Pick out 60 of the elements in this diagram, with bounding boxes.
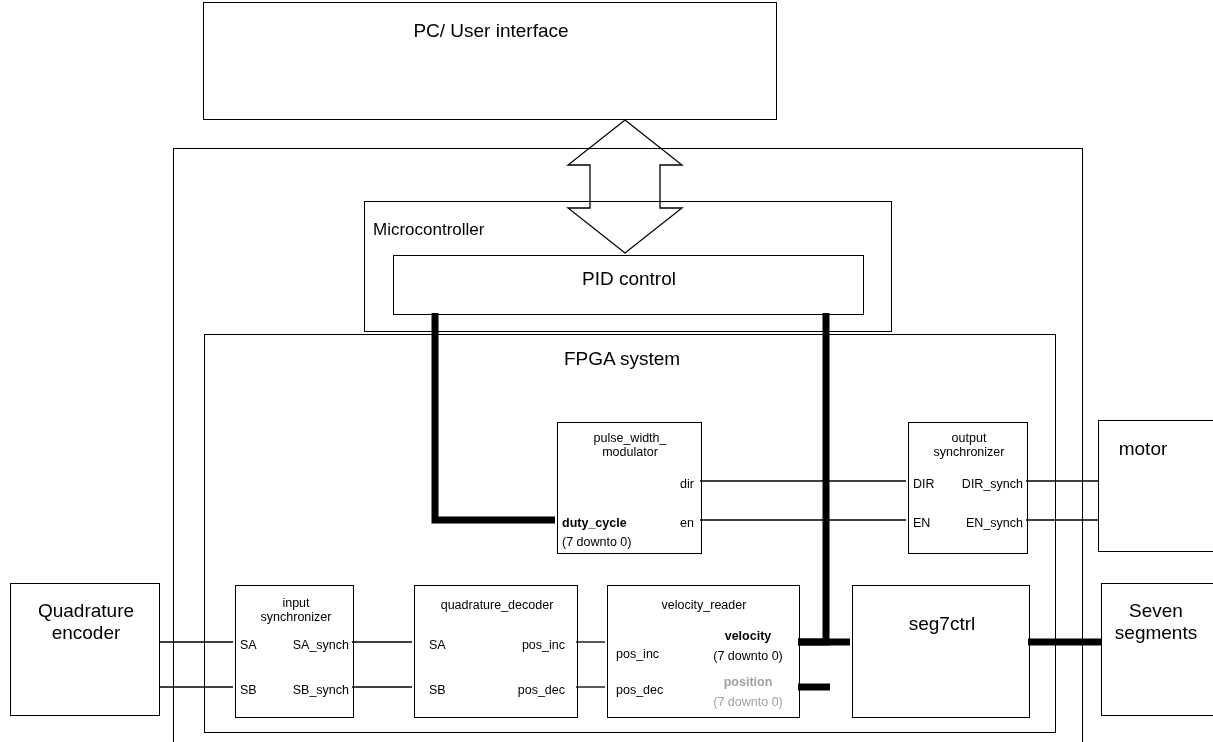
signal-line: [1025, 480, 1099, 482]
display-box: [1101, 583, 1213, 716]
double-block-arrow: [566, 119, 684, 254]
signal-line: [699, 519, 907, 521]
port-label: en: [680, 515, 694, 531]
module-box: [414, 585, 578, 718]
block-title: output synchronizer: [932, 430, 1006, 460]
block-title: Seven segments: [1113, 600, 1199, 644]
interface-box: [203, 2, 777, 120]
module-box: [852, 585, 1030, 718]
port-label: DIR: [913, 476, 935, 492]
port-label: duty_cycle: [562, 515, 627, 531]
encoder-box: [10, 583, 160, 716]
signal-line: [159, 641, 234, 643]
port-label: velocity: [724, 628, 772, 644]
signal-line: [575, 686, 606, 688]
port-label: position: [723, 674, 773, 690]
port-label: EN: [913, 515, 931, 531]
port-label: EN_synch: [966, 515, 1023, 531]
port-label: SB_synch: [292, 682, 349, 698]
module-box: [557, 422, 702, 554]
motor-box: [1098, 420, 1213, 552]
port-label: pos_dec: [616, 682, 664, 698]
signal-line: [575, 641, 606, 643]
block-title: velocity_reader: [661, 597, 747, 613]
port-label: pos_inc: [616, 646, 660, 662]
control-box: [393, 255, 864, 315]
block-title: motor: [1118, 438, 1168, 460]
block-title: PID control: [582, 268, 676, 290]
module-box: [235, 585, 354, 718]
signal-line: [1025, 519, 1099, 521]
port-label: SA: [429, 637, 446, 653]
block-title: Quadrature encoder: [36, 600, 136, 644]
port-label: dir: [680, 476, 694, 492]
signal-line: [699, 480, 907, 482]
block-title: input synchronizer: [259, 595, 333, 625]
signal-line: [159, 686, 234, 688]
port-label: (7 downto 0): [713, 648, 783, 664]
system-enclosure: [173, 148, 1083, 742]
signal-line: [351, 686, 413, 688]
port-label: pos_inc: [521, 637, 565, 653]
block-title: PC/ User interface: [413, 20, 569, 42]
port-label: pos_dec: [517, 682, 565, 698]
module-box: [908, 422, 1028, 554]
block-title: quadrature_decoder: [440, 597, 554, 613]
port-label: SA: [240, 637, 257, 653]
module-box: [607, 585, 800, 718]
block-title: Microcontroller: [373, 220, 485, 240]
port-label: (7 downto 0): [713, 694, 783, 710]
block-title: pulse_width_ modulator: [592, 430, 668, 460]
port-label: (7 downto 0): [562, 534, 632, 550]
port-label: SB: [240, 682, 257, 698]
port-label: SA_synch: [292, 637, 349, 653]
block-title: FPGA system: [563, 348, 681, 370]
signal-line: [351, 641, 413, 643]
microcontroller-box: [364, 201, 892, 332]
port-label: DIR_synch: [961, 476, 1023, 492]
block-title: seg7ctrl: [908, 613, 976, 635]
fpga-box: [204, 334, 1056, 733]
port-label: SB: [429, 682, 446, 698]
